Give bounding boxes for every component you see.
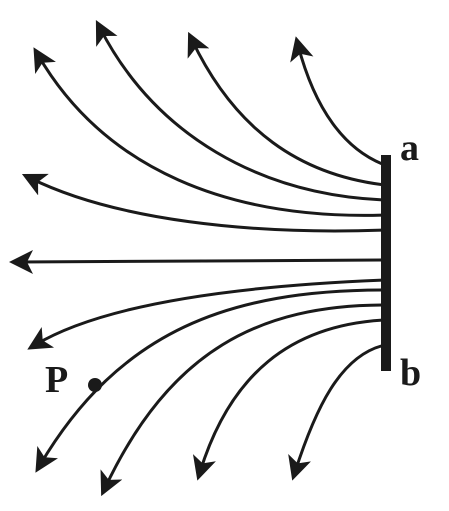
field-line-5 xyxy=(21,173,387,233)
field-line-9 xyxy=(100,303,387,497)
field-line-7 xyxy=(27,278,387,350)
field-line-8 xyxy=(35,288,387,473)
label-p: P xyxy=(45,359,68,401)
field-line-11 xyxy=(288,343,387,481)
field-line-2 xyxy=(187,31,387,187)
point-p-marker xyxy=(88,378,102,392)
label-a: a xyxy=(400,127,419,169)
field-line-3 xyxy=(95,19,387,202)
field-line-10 xyxy=(192,318,387,481)
label-b: b xyxy=(400,352,421,394)
field-line-4 xyxy=(33,47,387,217)
field-line-1 xyxy=(290,36,387,167)
field-lines xyxy=(9,19,387,497)
field-line-6 xyxy=(9,249,387,274)
charged-plate xyxy=(381,155,391,371)
